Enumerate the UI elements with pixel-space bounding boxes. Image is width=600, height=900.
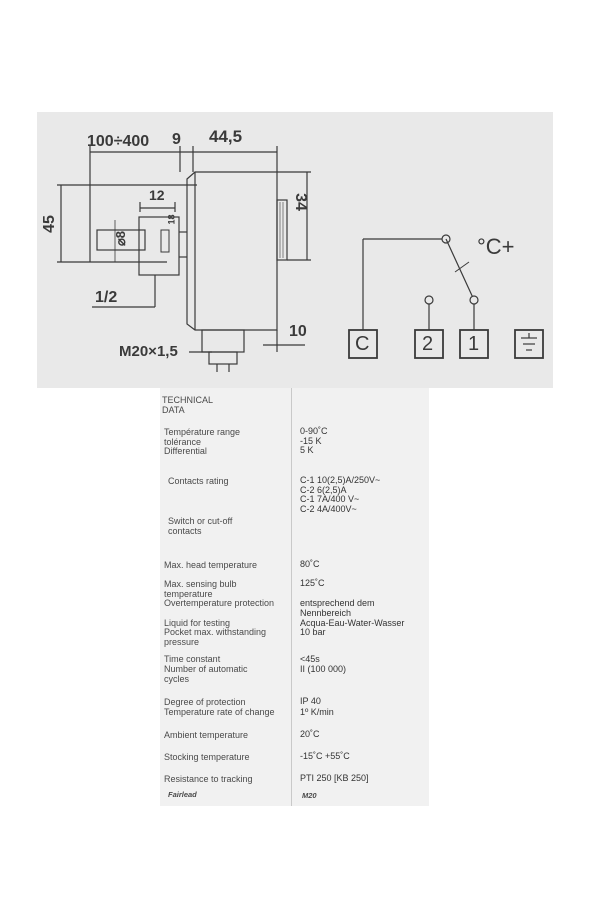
row-label-automatic-cycles: Number of automatic cycles — [164, 664, 248, 684]
dim-gap: 9 — [172, 131, 181, 148]
row-value-time-constant: <45s — [300, 654, 320, 664]
dim-side-height: 34 — [291, 193, 309, 211]
row-label-liquid-testing: Liquid for testing — [164, 618, 231, 628]
dim-thread: 1/2 — [95, 289, 118, 306]
row-value-head-temperature: 80˚C — [300, 559, 320, 569]
row-value-temperature-range: 0-90˚C -15 K 5 K — [300, 426, 328, 455]
row-label-temperature-range: Température range tolérance Differential — [164, 427, 241, 456]
row-label-contacts-rating: Contacts rating — [168, 476, 229, 486]
row-label-ambient-temperature: Ambient temperature — [164, 730, 249, 740]
row-value-fairlead: M20 — [302, 791, 317, 800]
dim-gland: M20×1,5 — [119, 343, 178, 360]
terminal-c-box — [348, 329, 378, 359]
column-divider — [291, 388, 292, 806]
row-label-fairlead: Fairlead — [168, 790, 197, 799]
row-label-overtemperature: Overtemperature protection — [164, 598, 275, 608]
dim-probe-length: 12 — [149, 187, 165, 203]
dim-knob: 10 — [289, 323, 307, 340]
row-label-bulb-temperature: Max. sensing bulb temperature — [164, 579, 237, 599]
dim-body-width: 44,5 — [209, 127, 243, 146]
dimension-drawing — [57, 146, 544, 372]
row-label-degree-protection: Degree of protection — [164, 697, 246, 707]
dim-height: 45 — [40, 215, 58, 233]
row-value-pocket-pressure: 10 bar — [300, 627, 326, 637]
dim-small-mark: 18 — [166, 214, 177, 225]
dim-length-range: 100÷400 — [87, 133, 150, 150]
technical-drawing: 100÷400 9 44,5 45 12 ⌀8 18 34 1/2 M20×1,… — [37, 112, 553, 388]
wiring-temperature-symbol: °C+ — [477, 234, 515, 259]
row-value-stocking-temperature: -15˚C +55˚C — [300, 751, 350, 761]
row-value-automatic-cycles: II (100 000) — [300, 664, 347, 674]
row-label-rate-of-change: Temperature rate of change — [164, 707, 275, 717]
row-label-stocking-temperature: Stocking temperature — [164, 752, 250, 762]
row-value-overtemperature: entsprechend dem Nennbereich — [300, 598, 375, 618]
terminal-1-label: 1 — [468, 333, 480, 355]
row-label-head-temperature: Max. head temperature — [164, 560, 258, 570]
terminal-2-label: 2 — [422, 333, 434, 355]
terminal-c-label: C — [355, 333, 370, 355]
row-label-pocket-pressure: Pocket max. withstanding pressure — [164, 627, 267, 647]
row-label-time-constant: Time constant — [164, 654, 221, 664]
terminal-2-box — [414, 329, 444, 359]
dim-probe-diameter: ⌀8 — [113, 230, 129, 247]
terminal-1-box — [459, 329, 489, 359]
row-value-degree-protection: IP 40 — [300, 696, 321, 706]
row-label-switch-contacts: Switch or cut-off contacts — [168, 516, 233, 536]
row-value-liquid-testing: Acqua-Eau-Water-Wasser — [300, 618, 405, 628]
row-value-resistance-tracking: PTI 250 [KB 250] — [300, 773, 369, 783]
row-value-contacts-rating: C-1 10(2,5)A/250V~ C-2 6(2,5)A C-1 7A/40… — [300, 475, 381, 514]
earth-terminal-icon — [514, 329, 544, 359]
row-value-rate-of-change: 1º K/min — [300, 707, 334, 717]
row-value-ambient-temperature: 20˚C — [300, 729, 320, 739]
row-label-resistance-tracking: Resistance to tracking — [164, 774, 253, 784]
technical-data-table: TECHNICAL DATA Température range toléran… — [160, 388, 429, 806]
row-value-bulb-temperature: 125˚C — [300, 578, 325, 588]
table-title: TECHNICAL DATA — [162, 395, 214, 415]
